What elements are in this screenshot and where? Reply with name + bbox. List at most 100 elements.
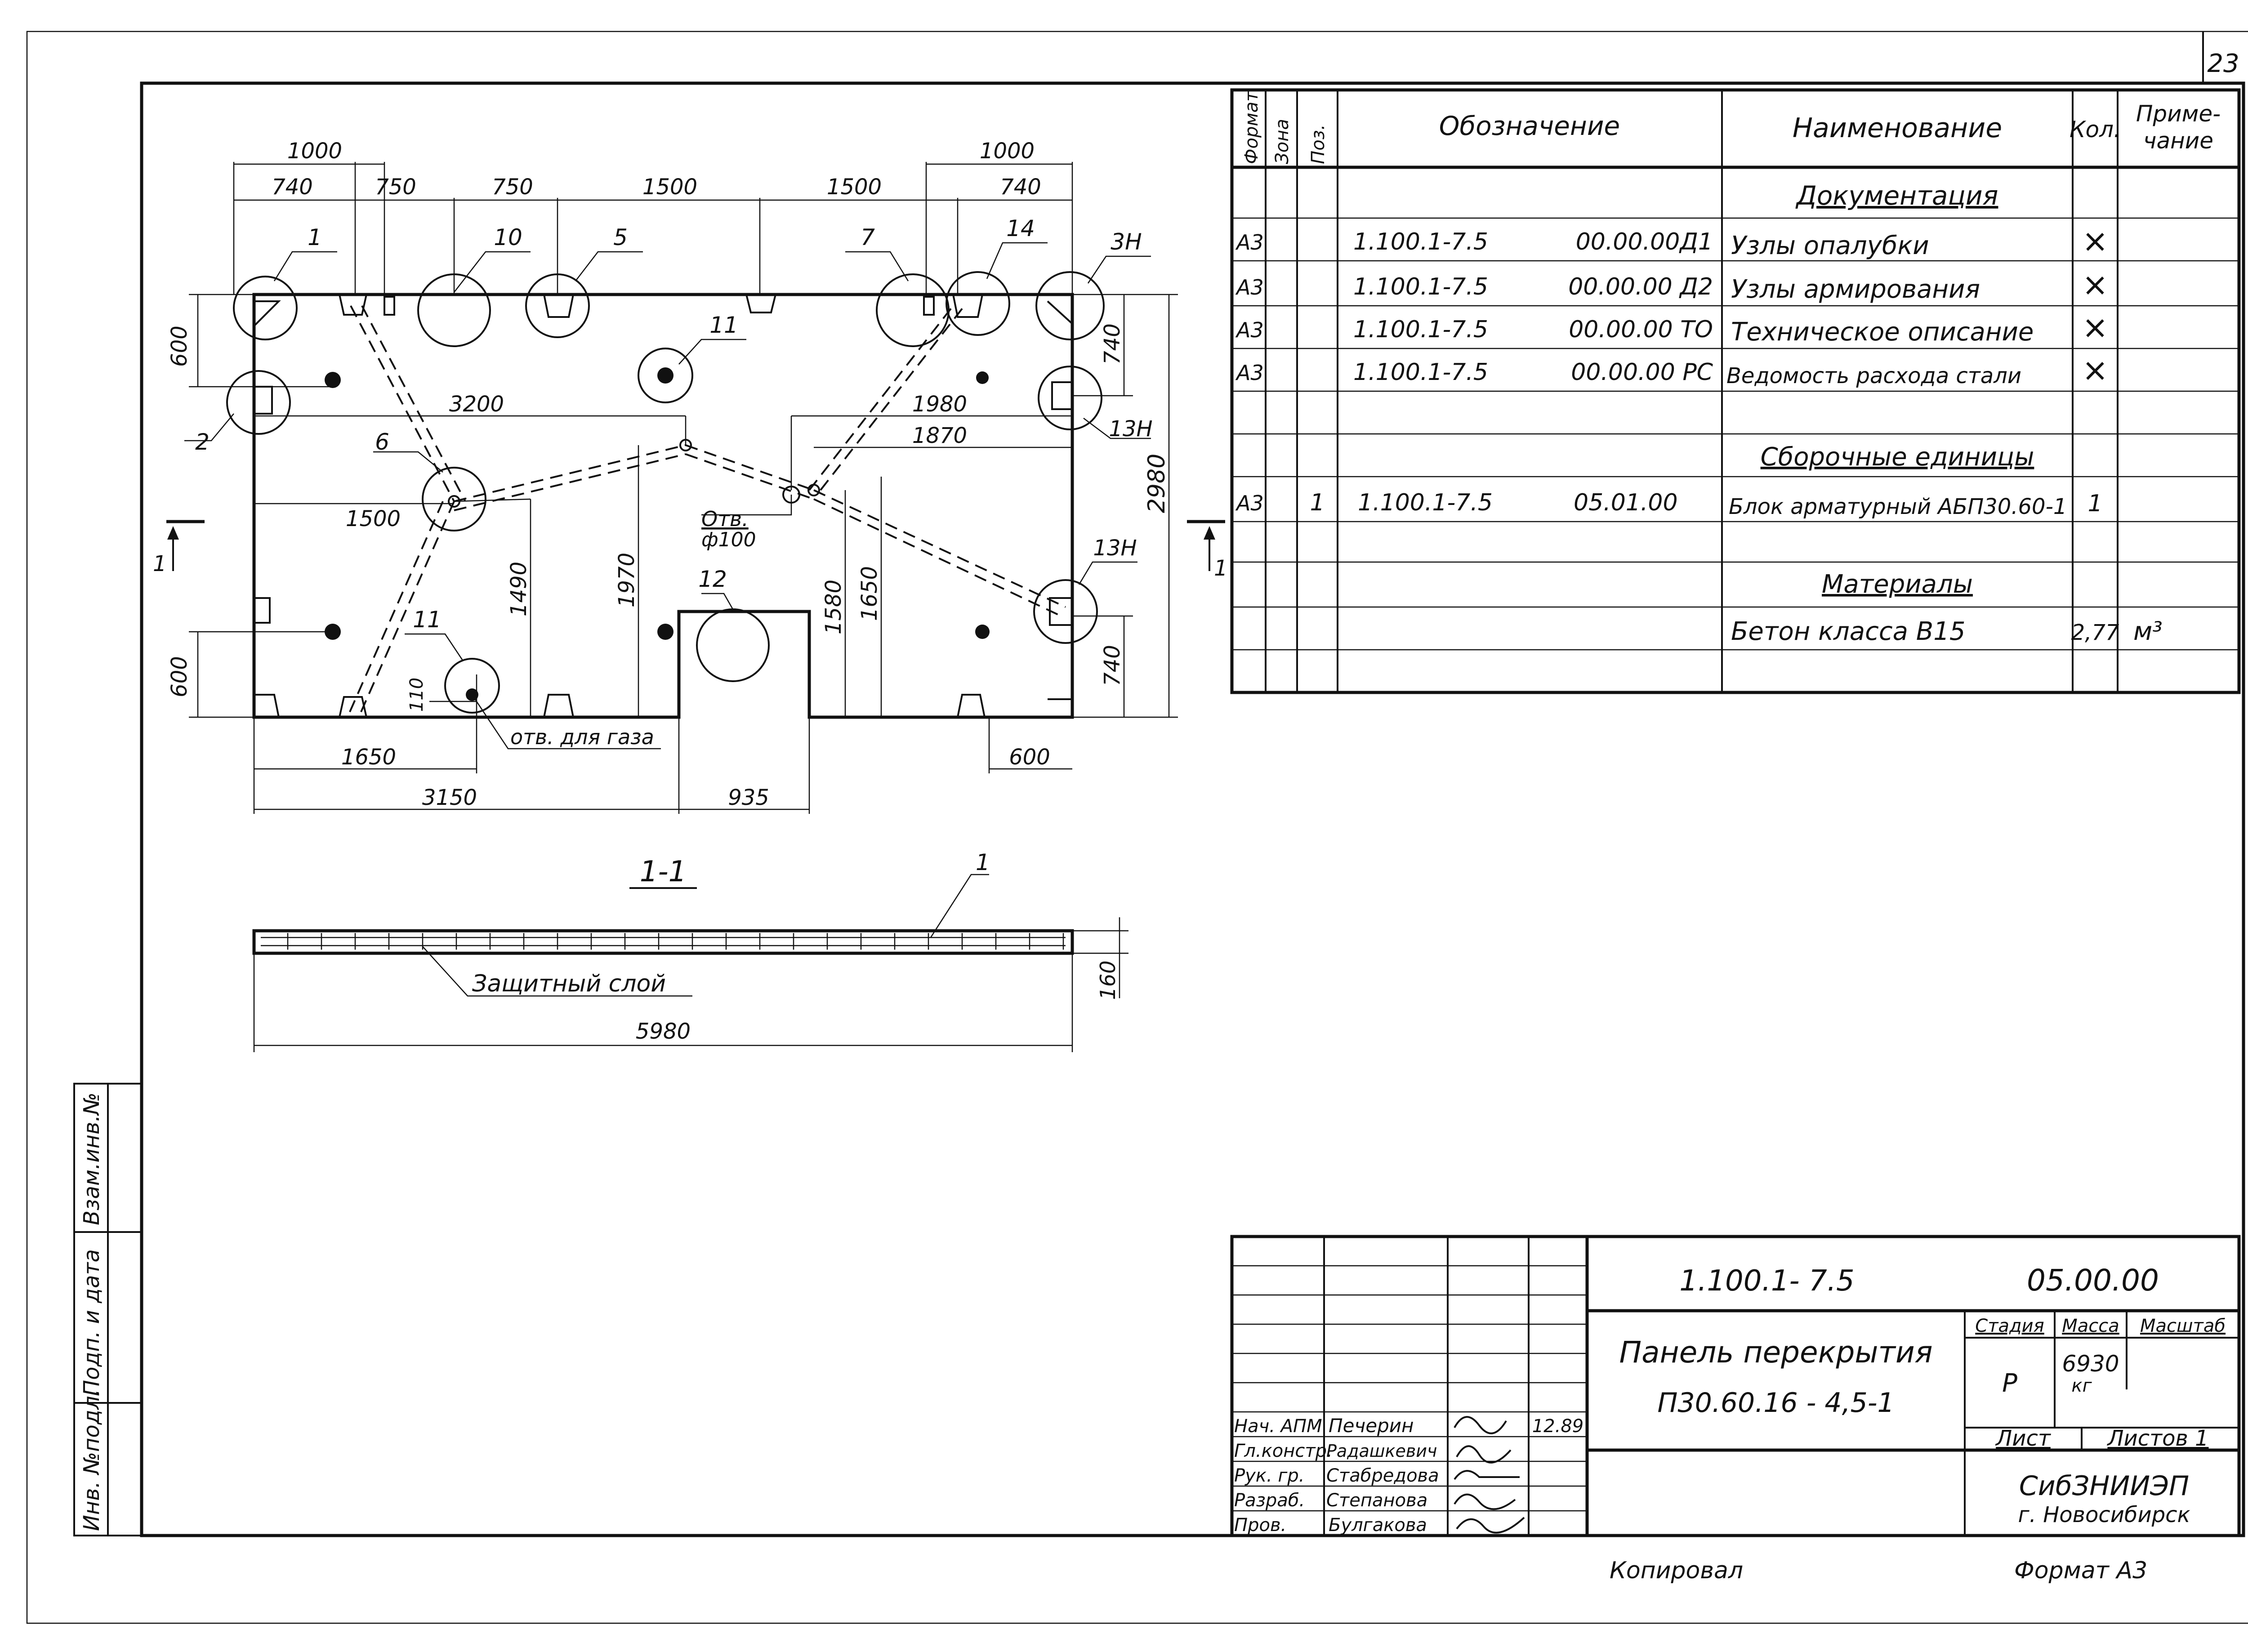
header-pos: Поз. <box>1308 124 1329 164</box>
svg-text:600: 600 <box>1009 745 1050 770</box>
title-doc-number: 05.00.00 <box>2027 1263 2159 1298</box>
mass-value: 6930 <box>2062 1351 2119 1377</box>
svg-text:Узлы опалубки: Узлы опалубки <box>1731 231 1929 260</box>
svg-text:740: 740 <box>272 174 313 200</box>
svg-text:А3: А3 <box>1235 318 1264 342</box>
protective-layer-label: Защитный слой <box>472 970 666 997</box>
spec-table: Формат Зона Поз. Обозначение Наименовани… <box>1230 88 2241 694</box>
right-dimension: 2980 <box>1143 454 1170 513</box>
stage-label: Стадия <box>1975 1316 2044 1336</box>
section-length: 5980 <box>636 1019 691 1044</box>
svg-text:1500: 1500 <box>827 174 882 200</box>
gas-hole-label: отв. для газа <box>510 725 654 749</box>
svg-text:Печерин: Печерин <box>1329 1415 1414 1437</box>
svg-text:13Н: 13Н <box>1109 416 1152 442</box>
svg-text:935: 935 <box>728 785 769 810</box>
svg-text:А3: А3 <box>1235 491 1264 515</box>
svg-text:Узлы армирования: Узлы армирования <box>1731 275 1980 304</box>
header-qty: Кол. <box>2070 116 2121 143</box>
svg-text:Ведомость расхода стали: Ведомость расхода стали <box>1726 363 2021 388</box>
stamp-sign-date: Подп. и дата <box>79 1249 104 1396</box>
material-row: Бетон класса В15 2,77 м³ <box>1731 617 2163 646</box>
svg-text:12: 12 <box>698 566 727 592</box>
callout-labels: 1 10 5 7 14 3Н 11 2 13Н 6 13Н 11 12 <box>195 215 1152 633</box>
svg-text:05.01.00: 05.01.00 <box>1574 489 1678 516</box>
svg-text:1500: 1500 <box>642 174 697 200</box>
doc-row: А3 1.100.1-7.5 00.00.00 ТО Техническое о… <box>1235 309 2108 347</box>
section-documentation: Документация <box>1795 180 1998 211</box>
title-block: 1.100.1- 7.5 05.00.00 Панель перекрытия … <box>1230 1235 2241 1537</box>
leader-lines <box>184 242 1151 750</box>
org-city: г. Новосибирск <box>2018 1502 2190 1527</box>
svg-text:×: × <box>2082 309 2109 346</box>
sheet-number: 23 <box>2207 49 2239 78</box>
inner-dimension: 3200 1980 1870 1500 1490 1970 1580 1650 … <box>346 392 967 712</box>
svg-text:2,77: 2,77 <box>2071 620 2119 645</box>
section-assembly: Сборочные единицы <box>1761 442 2034 472</box>
mass-unit: кг <box>2071 1375 2092 1396</box>
svg-text:Нач. АПМ: Нач. АПМ <box>1234 1416 1322 1437</box>
stage-value: Р <box>2002 1369 2017 1398</box>
svg-text:1580: 1580 <box>821 580 846 634</box>
svg-text:14: 14 <box>1006 215 1035 241</box>
svg-text:Гл.констр.: Гл.констр. <box>1234 1441 1333 1461</box>
left-dimension: 600 <box>167 656 192 697</box>
section-title: 1-1 <box>640 855 687 889</box>
panel-plan: 1000 1000 740 750 750 1500 1500 740 600 … <box>153 138 1228 814</box>
svg-text:1: 1 <box>308 224 322 250</box>
svg-text:13Н: 13Н <box>1093 536 1137 561</box>
title-name: Панель перекрытия <box>1619 1335 1932 1370</box>
header-name: Наименование <box>1793 112 2002 144</box>
header-format: Формат <box>1241 90 1262 164</box>
svg-text:6: 6 <box>375 429 389 455</box>
loop-symbols <box>253 294 1073 718</box>
svg-text:Радашкевич: Радашкевич <box>1326 1441 1437 1461</box>
assembly-row: А3 1 1.100.1-7.5 05.01.00 Блок арматурны… <box>1235 489 2103 519</box>
callout-circles <box>226 271 1105 714</box>
header-note-2: чание <box>2143 128 2213 154</box>
svg-text:5: 5 <box>613 224 628 250</box>
footer-copied: Копировал <box>1610 1557 1743 1584</box>
svg-text:1970: 1970 <box>614 553 639 607</box>
top-dimension: 1000 1000 740 750 750 1500 1500 740 <box>272 138 1041 200</box>
svg-text:×: × <box>2082 266 2109 303</box>
svg-text:Рук. гр.: Рук. гр. <box>1234 1465 1305 1486</box>
right-dimension: 740 <box>1100 323 1125 365</box>
svg-text:12.89: 12.89 <box>1532 1416 1584 1437</box>
svg-text:7: 7 <box>861 224 875 250</box>
header-designation: Обозначение <box>1439 111 1620 141</box>
section-materials: Материалы <box>1822 570 1973 599</box>
svg-text:Стабредова: Стабредова <box>1326 1465 1439 1486</box>
svg-text:Степанова: Степанова <box>1326 1490 1427 1511</box>
svg-text:1.100.1-7.5: 1.100.1-7.5 <box>1353 359 1488 386</box>
svg-text:1: 1 <box>1310 489 1325 516</box>
svg-text:00.00.00 ТО: 00.00.00 ТО <box>1569 316 1713 343</box>
hole-diameter: ф100 <box>701 528 756 551</box>
signature-row: Нач. АПМ Печерин 12.89 <box>1234 1415 1583 1437</box>
svg-text:750: 750 <box>375 174 416 200</box>
svg-text:3200: 3200 <box>449 392 504 417</box>
svg-text:Бетон класса В15: Бетон класса В15 <box>1731 617 1965 646</box>
section-cut-mark: 1 1 <box>153 520 1228 581</box>
svg-text:1.100.1-7.5: 1.100.1-7.5 <box>1353 273 1488 300</box>
svg-text:А3: А3 <box>1235 361 1264 385</box>
stamp-replace-inv: Взам.инв.№ <box>79 1093 104 1225</box>
svg-text:3150: 3150 <box>422 785 477 810</box>
rebar-ticks <box>287 933 1064 950</box>
sheets-label: Листов 1 <box>2106 1426 2208 1451</box>
header-note-1: Приме- <box>2136 101 2221 127</box>
svg-text:Блок арматурный АБП30.60-1: Блок арматурный АБП30.60-1 <box>1729 494 2067 519</box>
left-dimension: 600 <box>167 326 192 367</box>
bottom-dimension: 1650 3150 935 600 <box>341 745 1050 810</box>
svg-text:Техническое описание: Техническое описание <box>1731 317 2034 347</box>
svg-text:1: 1 <box>2087 490 2102 517</box>
svg-text:А3: А3 <box>1235 230 1264 254</box>
svg-text:×: × <box>2082 352 2109 388</box>
doc-row: А3 1.100.1-7.5 00.00.00 РС Ведомость рас… <box>1235 352 2108 388</box>
svg-text:00.00.00Д1: 00.00.00Д1 <box>1576 228 1713 255</box>
svg-text:1000: 1000 <box>980 138 1035 164</box>
right-dimension: 740 <box>1100 645 1125 686</box>
section-view: 1-1 1 Защитный слой 5980 160 <box>252 849 1128 1052</box>
svg-text:1650: 1650 <box>341 745 396 770</box>
